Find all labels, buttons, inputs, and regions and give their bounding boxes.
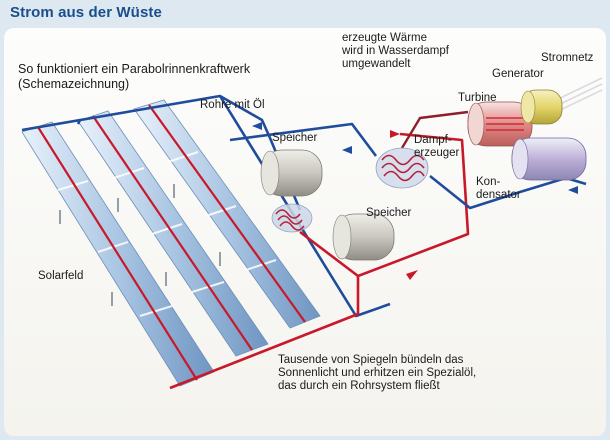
diagram-subtitle: So funktioniert ein Parabolrinnenkraftwe… xyxy=(18,62,251,91)
label-speicher-bottom: Speicher xyxy=(366,207,412,219)
mirror-supports xyxy=(59,184,221,306)
absorber-tubes xyxy=(37,104,306,381)
hot-pipe-storage xyxy=(299,230,359,278)
steam-generator-coil-icon xyxy=(375,147,429,189)
label-rohre-mit-oel: Rohre mit Öl xyxy=(200,99,265,111)
flow-arrow-icon xyxy=(252,122,578,280)
storage-tank-bottom xyxy=(332,213,395,261)
label-dampferzeuger: Dampf- erzeuger xyxy=(414,134,460,159)
steam-pipe xyxy=(400,110,469,149)
condenser xyxy=(511,137,587,181)
turbine xyxy=(467,101,533,147)
solar-field xyxy=(21,99,321,387)
generator xyxy=(520,89,563,125)
power-lines xyxy=(555,77,603,113)
label-stromnetz: Stromnetz xyxy=(541,52,594,64)
label-turbine: Turbine xyxy=(458,92,497,104)
hot-pipe xyxy=(169,132,470,390)
cold-pipe-loop xyxy=(229,122,378,157)
label-kondensator: Kon- densator xyxy=(476,176,521,201)
label-generator: Generator xyxy=(492,68,544,80)
storage-tank-top xyxy=(260,149,323,197)
condensate-pipe xyxy=(429,174,521,210)
heat-exchanger-coil-icon xyxy=(271,203,313,233)
label-speicher-top: Speicher xyxy=(272,132,318,144)
label-solarfeld: Solarfeld xyxy=(38,270,84,282)
cold-branch-1 xyxy=(76,119,82,125)
page-title: Strom aus der Wüste xyxy=(10,4,162,21)
label-spiegel-erklaerung: Tausende von Spiegeln bündeln das Sonnen… xyxy=(278,354,477,392)
mirror-segment-lines xyxy=(57,151,277,317)
label-erzeugte-waerme: erzeugte Wärme wird in Wasserdampf umgew… xyxy=(342,32,449,70)
